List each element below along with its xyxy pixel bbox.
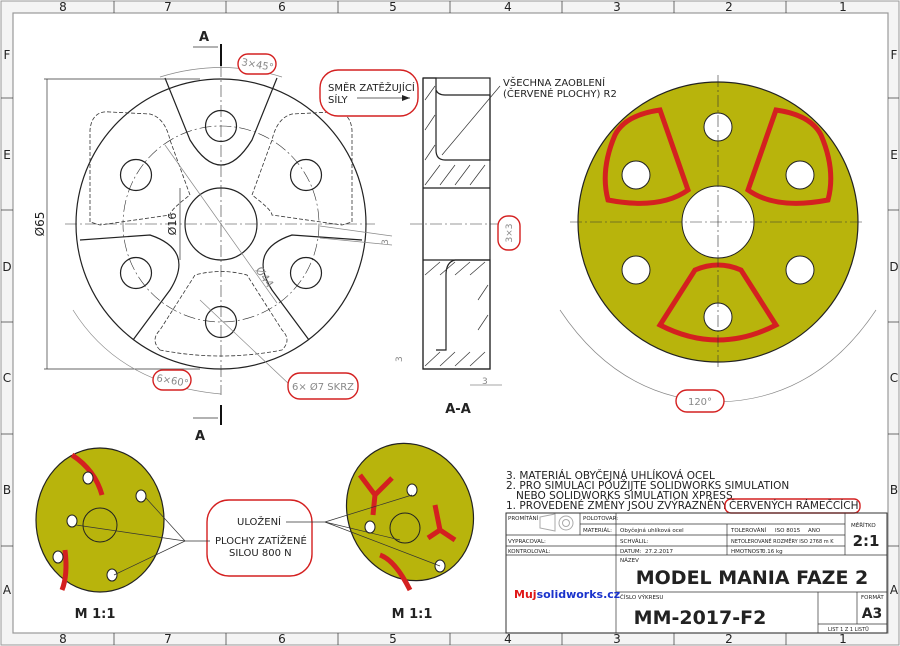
col-label: 8 <box>59 632 67 646</box>
dim-outer-diameter: Ø65 <box>33 212 47 237</box>
scale-value: 2:1 <box>853 532 880 550</box>
approved-label: SCHVÁLIL: <box>620 538 648 545</box>
title-block: PROMÍTÁNÍ POLOTOVAR: MATERIÁL: Obyčejná … <box>505 512 888 634</box>
material-value: Obyčejná uhlíková ocel <box>620 527 684 534</box>
iso-left-scale: M 1:1 <box>75 607 116 622</box>
row-label: B <box>3 483 11 497</box>
col-label: 8 <box>59 0 67 14</box>
section-label: A <box>195 429 205 444</box>
col-label: 2 <box>725 0 733 14</box>
dim-center-hole: Ø16 <box>166 213 179 236</box>
fillet-note-1: VŠECHNA ZAOBLENÍ <box>503 76 605 89</box>
material-label: MATERIÁL: <box>583 527 612 534</box>
drawing-number: MM-2017-F2 <box>634 607 767 629</box>
force-note-1: SMĚR ZATĚŽUJÍCÍ <box>328 81 415 94</box>
sheet-count: LIST 1 Z 1 LISTŮ <box>828 626 869 633</box>
note-loaded-2: SILOU 800 N <box>229 548 292 559</box>
drawing-name: MODEL MANIA FAZE 2 <box>636 567 869 589</box>
row-label: C <box>3 371 11 385</box>
note-2: 2. PRO SIMULACI POUŽIJTE SOLIDWORKS SIMU… <box>506 479 789 492</box>
section-title: A-A <box>445 402 471 417</box>
row-label: C <box>890 371 898 385</box>
mass-label: HMOTNOST: <box>731 549 764 555</box>
row-label: A <box>890 583 899 597</box>
tolerance-std: ISO 8015 <box>775 528 801 534</box>
untoleranced-dims: NETOLEROVANÉ ROZMĚRY ISO 2768 m K <box>731 537 834 545</box>
col-label: 4 <box>504 632 512 646</box>
iso-callout: ULOŽENÍ PLOCHY ZATÍŽENÉ SILOU 800 N <box>75 494 441 577</box>
dim-chamfer: 3×3 <box>505 224 515 243</box>
left-slot <box>79 234 180 341</box>
note-1: 1. PROVEDENÉ ZMĚNY JSOU ZVÝRAZNĚNY V <box>506 499 739 512</box>
col-label: 5 <box>389 632 397 646</box>
number-label: ČÍSLO VÝKRESU <box>620 594 663 601</box>
row-label: B <box>890 483 898 497</box>
col-label: 7 <box>164 0 172 14</box>
hidden-pocket <box>154 271 288 357</box>
row-label: F <box>891 48 898 62</box>
projection-label: PROMÍTÁNÍ <box>508 515 539 522</box>
scale-label: MĚŘÍTKO <box>851 521 876 529</box>
section-view: VŠECHNA ZAOBLENÍ (ČERVENÉ PLOCHY) R2 3×3… <box>395 76 617 417</box>
dim-offset: 3 <box>381 239 391 245</box>
stock-label: POLOTOVAR: <box>583 516 618 522</box>
hidden-pocket <box>251 111 353 226</box>
format-value: A3 <box>862 606 883 622</box>
iso-view-left: M 1:1 <box>35 447 165 622</box>
note-support: ULOŽENÍ <box>237 515 281 528</box>
projection-symbol-icon <box>539 513 574 532</box>
row-label: F <box>4 48 11 62</box>
tolerance-label: TOLEROVÁNÍ <box>730 527 767 534</box>
row-label: E <box>890 148 898 162</box>
date-label: DATUM: <box>620 549 642 555</box>
angle-120: 120° <box>688 397 712 408</box>
col-label: 2 <box>725 632 733 646</box>
cloud-holes: 6× Ø7 SKRZ <box>292 381 354 393</box>
col-label: 1 <box>839 632 847 646</box>
col-label: 6 <box>278 0 286 14</box>
name-label: NÁZEV <box>620 557 639 564</box>
col-label: 4 <box>504 0 512 14</box>
col-label: 7 <box>164 632 172 646</box>
col-label: 3 <box>613 0 621 14</box>
col-label: 6 <box>278 632 286 646</box>
iso-right-scale: M 1:1 <box>392 607 433 622</box>
row-label: D <box>2 260 11 274</box>
row-label: A <box>3 583 12 597</box>
mass-value: 0.16 kg <box>762 549 783 555</box>
colored-view: 120° <box>559 75 877 413</box>
hidden-pocket <box>89 111 191 226</box>
dim-width: 3 <box>482 377 488 387</box>
col-label: 1 <box>839 0 847 14</box>
iso-view-right: M 1:1 <box>345 442 475 622</box>
fillet-note-2: (ČERVENÉ PLOCHY) R2 <box>503 87 617 100</box>
note-3: 3. MATERIÁL OBYČEJNÁ UHLÍKOVÁ OCEL <box>506 469 715 482</box>
tolerance-value: ANO <box>808 528 821 534</box>
note-loaded-1: PLOCHY ZATÍŽENÉ <box>215 534 307 547</box>
row-label: D <box>889 260 898 274</box>
row-label: E <box>3 148 11 162</box>
general-notes: 3. MATERIÁL OBYČEJNÁ UHLÍKOVÁ OCEL 2. PR… <box>506 469 861 514</box>
note-2b: NEBO SOLIDWORKS SIMULATION XPRESS <box>516 490 733 502</box>
drawn-label: VYPRACOVAL: <box>508 539 546 545</box>
section-label: A <box>199 30 209 45</box>
checked-label: KONTROLOVAL: <box>508 549 551 555</box>
format-label: FORMÁT <box>861 594 884 601</box>
note-1-highlight: ČERVENÝCH RÁMEČCÍCH <box>729 499 859 512</box>
col-label: 3 <box>613 632 621 646</box>
force-note-2: SÍLY <box>328 93 349 106</box>
dim-bottom: 3 <box>395 356 405 362</box>
highlighted-pockets <box>602 107 834 343</box>
right-slot <box>262 234 363 341</box>
date-value: 27.2.2017 <box>645 549 673 555</box>
brand-logo: Mujsolidworks.cz <box>514 588 620 601</box>
col-label: 5 <box>389 0 397 14</box>
fillet-leader <box>441 85 501 156</box>
